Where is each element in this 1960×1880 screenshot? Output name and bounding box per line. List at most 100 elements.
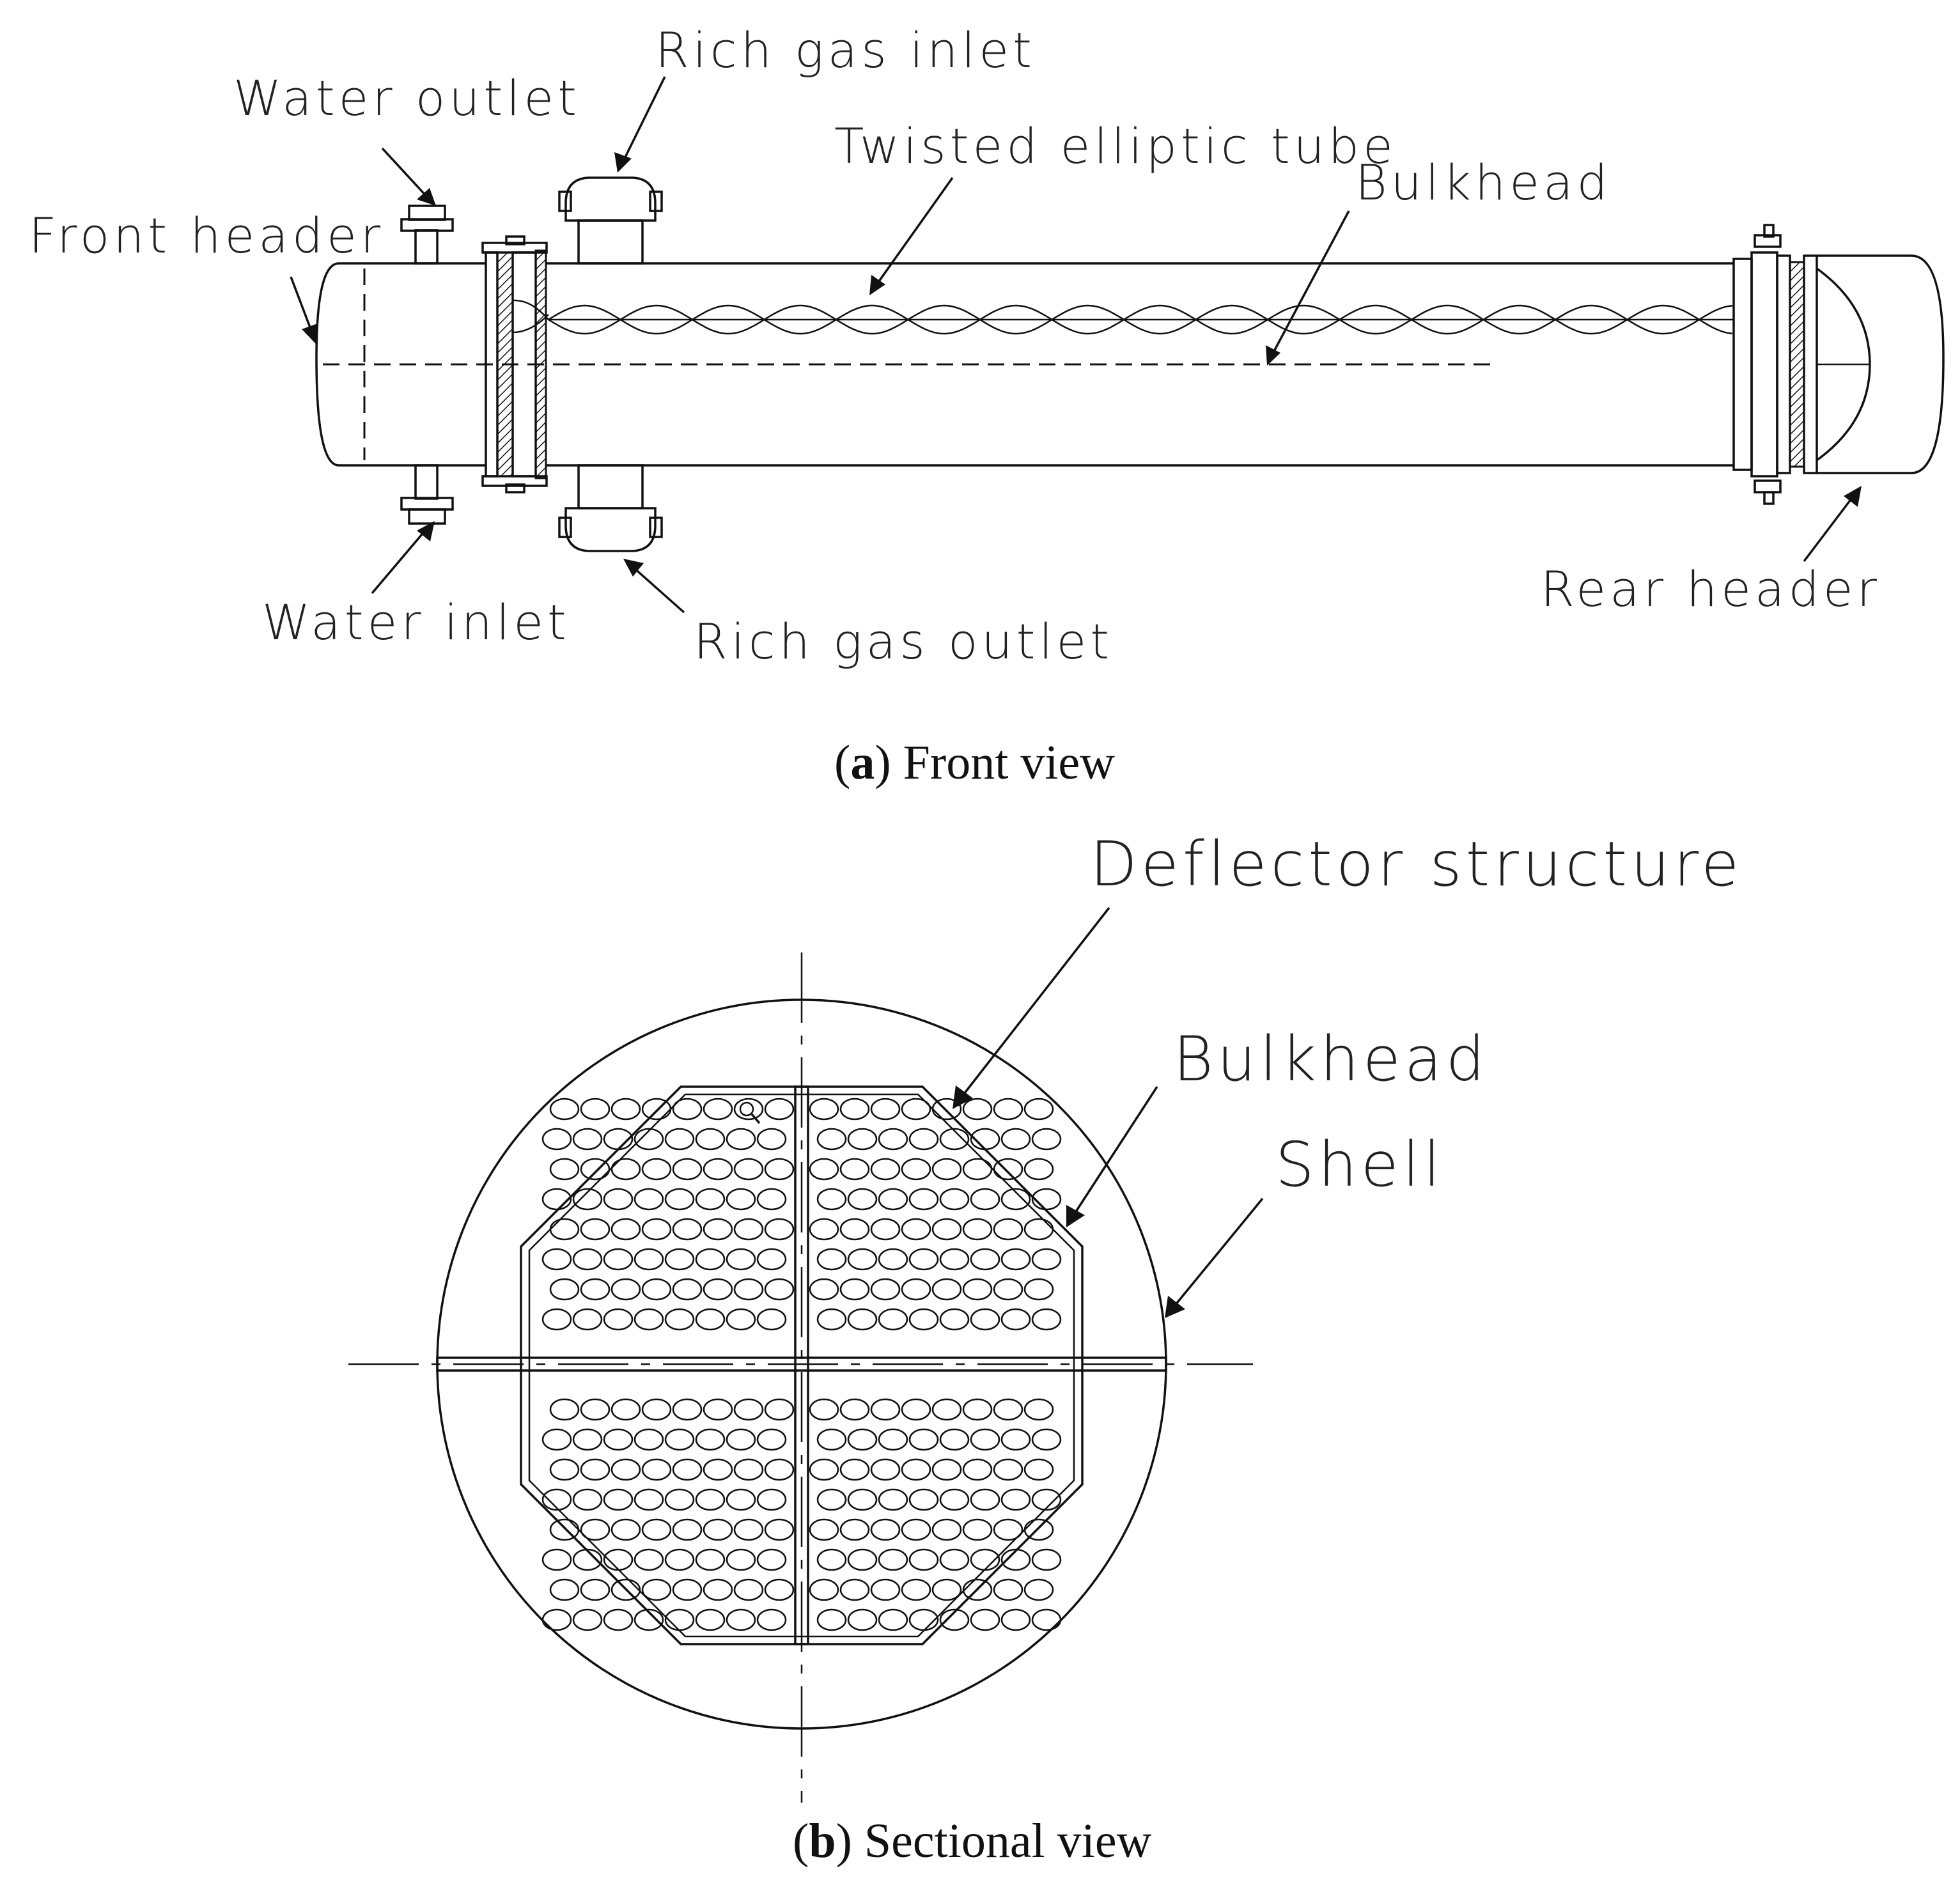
tube-ellipse (839, 1458, 870, 1481)
tube-ellipse (993, 1218, 1023, 1241)
tube-ellipse (970, 1308, 1000, 1331)
tube-ellipse (901, 1518, 931, 1541)
tube-ellipse (672, 1518, 703, 1541)
tube-ellipse (541, 1308, 572, 1331)
tube-ellipse (703, 1158, 733, 1181)
tube-ellipse (695, 1488, 726, 1511)
tube-ellipse (993, 1398, 1023, 1421)
tube-ellipse (962, 1578, 993, 1601)
tube-ellipse (939, 1488, 970, 1511)
tube-ellipse (580, 1518, 611, 1541)
tube-ellipse (962, 1518, 993, 1541)
tube-ellipse (611, 1398, 641, 1421)
tube-ellipse (993, 1278, 1023, 1301)
tube-ellipse (901, 1398, 931, 1421)
twisted-elliptic-tube (512, 299, 1734, 335)
tube-ellipse (839, 1398, 870, 1421)
tube-ellipse (733, 1398, 764, 1421)
tube-ellipse (901, 1218, 931, 1241)
tube-ellipse (1023, 1578, 1054, 1601)
tube-ellipse (549, 1278, 580, 1301)
tube-ellipse (603, 1308, 634, 1331)
tube-ellipse (931, 1158, 962, 1181)
tube-ellipse (839, 1218, 870, 1241)
tube-ellipse (672, 1218, 703, 1241)
tube-ellipse (549, 1518, 580, 1541)
tube-ellipse (901, 1578, 931, 1601)
tube-ellipse (580, 1398, 611, 1421)
tube-ellipse (1023, 1518, 1054, 1541)
tube-ellipse (764, 1158, 795, 1181)
tube-ellipse (664, 1188, 695, 1211)
tube-ellipse (816, 1548, 847, 1571)
label-shell: Shell (1275, 1129, 1444, 1200)
tube-ellipse (839, 1098, 870, 1121)
tube-ellipse (664, 1308, 695, 1331)
tube-ellipse (764, 1218, 795, 1241)
tube-ellipse (664, 1248, 695, 1271)
tube-ellipse (809, 1398, 839, 1421)
tube-ellipse (839, 1158, 870, 1181)
tube-ellipse (1000, 1488, 1031, 1511)
tube-ellipse (703, 1278, 733, 1301)
tube-ellipse (993, 1458, 1023, 1481)
tube-ellipse (1031, 1608, 1062, 1631)
tube-ellipse (641, 1098, 672, 1121)
tube-ellipse (962, 1278, 993, 1301)
tube-ellipse (870, 1458, 901, 1481)
bulkhead-vertical (794, 1085, 809, 1645)
tube-ellipse (931, 1518, 962, 1541)
label-water-inlet: Water inlet (262, 594, 570, 651)
tube-ellipse (1000, 1548, 1031, 1571)
tube-ellipse (726, 1188, 756, 1211)
tube-ellipse (847, 1188, 878, 1211)
tube-ellipse (611, 1218, 641, 1241)
tube-ellipse (962, 1158, 993, 1181)
tube-ellipse (541, 1548, 572, 1571)
tube-ellipse (870, 1278, 901, 1301)
tube-ellipse (703, 1098, 733, 1121)
front-view-leaders (290, 76, 1862, 614)
tube-ellipse (756, 1128, 787, 1151)
tube-ellipse (847, 1248, 878, 1271)
tube-ellipse (641, 1158, 672, 1181)
tube-ellipse (847, 1428, 878, 1451)
tube-ellipse (641, 1518, 672, 1541)
tube-ellipse (641, 1278, 672, 1301)
tube-ellipse (901, 1158, 931, 1181)
tube-ellipse (756, 1308, 787, 1331)
tube-ellipse (931, 1398, 962, 1421)
tube-ellipse (764, 1458, 795, 1481)
tube-ellipse (672, 1398, 703, 1421)
caption-b-letter: b (809, 1814, 836, 1868)
tube-ellipse (1023, 1218, 1054, 1241)
tube-ellipse (993, 1158, 1023, 1181)
tube-ellipse (733, 1278, 764, 1301)
tube-ellipse (908, 1548, 939, 1571)
tube-ellipse (1031, 1308, 1062, 1331)
water-outlet-nozzle (400, 205, 454, 265)
tube-ellipse (634, 1248, 664, 1271)
tube-ellipse (572, 1548, 603, 1571)
tube-ellipse (839, 1518, 870, 1541)
tube-ellipse (703, 1458, 733, 1481)
bulkhead-horizontal (436, 1356, 1167, 1372)
tube-ellipse (970, 1428, 1000, 1451)
tube-ellipse (664, 1428, 695, 1451)
tube-ellipse (726, 1428, 756, 1451)
rear-header-shape (1816, 254, 1945, 474)
tube-ellipse (809, 1158, 839, 1181)
label-rich-gas-inlet: Rich gas inlet (655, 22, 1036, 79)
tube-ellipse (549, 1458, 580, 1481)
tube-ellipse (878, 1188, 908, 1211)
tube-ellipse (664, 1548, 695, 1571)
caption-b-text: Sectional view (864, 1814, 1152, 1868)
tube-ellipse (580, 1218, 611, 1241)
tube-bundle (541, 1098, 1062, 1631)
tube-ellipse (908, 1488, 939, 1511)
tube-ellipse (993, 1578, 1023, 1601)
tube-ellipse (672, 1578, 703, 1601)
tube-ellipse (672, 1278, 703, 1301)
tube-ellipse (726, 1488, 756, 1511)
tube-ellipse (939, 1428, 970, 1451)
